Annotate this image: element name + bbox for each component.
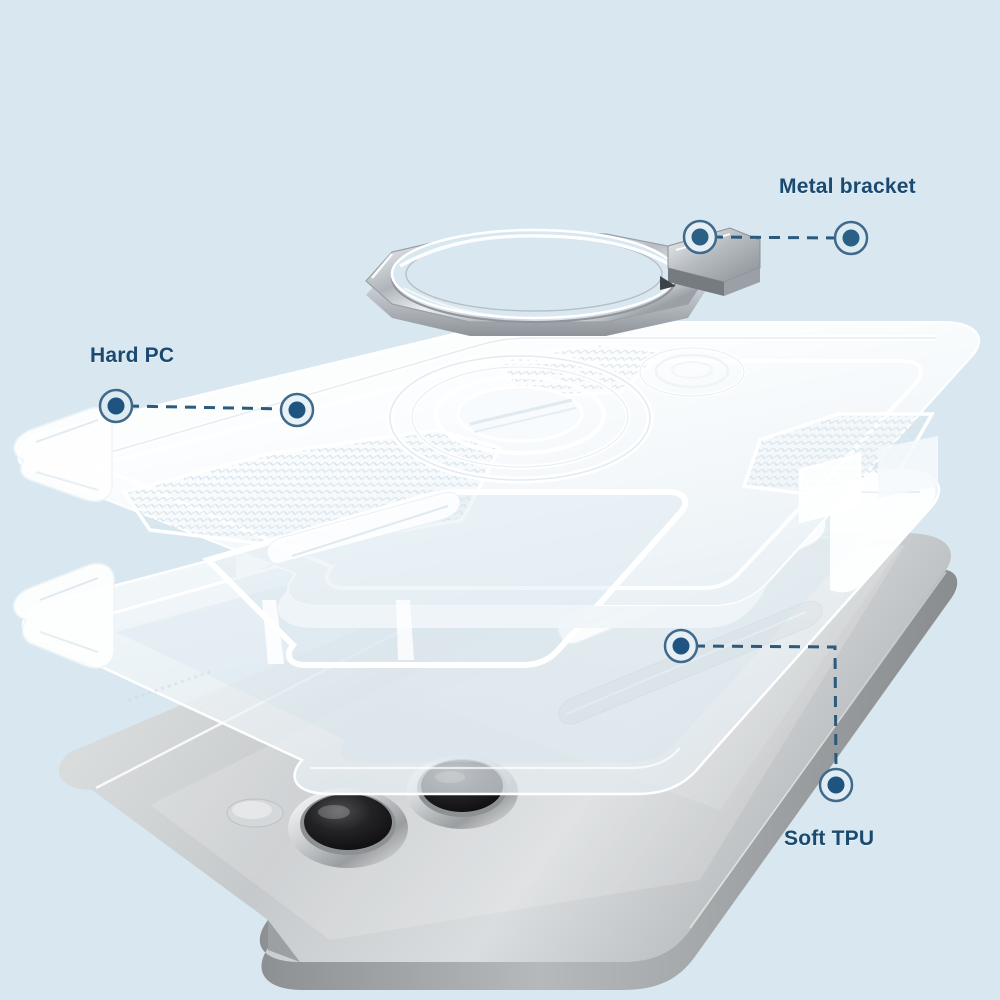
pc-stand-legs: [262, 600, 414, 664]
phone-side-rail: [259, 570, 958, 990]
callout-marker: [818, 767, 854, 803]
metal-bracket-ring: [365, 227, 761, 336]
pc-circular-emboss: [638, 346, 746, 398]
pc-corner-bumper: [13, 406, 113, 502]
callout-label-metal-bracket: Metal bracket: [779, 175, 916, 198]
callout-marker: [682, 219, 718, 255]
tpu-embossed-text: [127, 670, 211, 702]
callout-marker: [663, 628, 699, 664]
camera-lens-primary: [288, 788, 408, 868]
camera-flash: [226, 798, 284, 828]
callout-marker: [98, 388, 134, 424]
callout-soft-tpu-leader: [693, 644, 838, 773]
callout-marker: [279, 392, 315, 428]
pc-magsafe-ring: [386, 352, 654, 484]
pc-internal-bar: [266, 491, 461, 565]
callout-hard-pc-leader: [127, 404, 286, 411]
callout-label-soft-tpu: Soft TPU: [784, 827, 875, 850]
pc-side-tabs: [798, 436, 938, 524]
callout-metal-bracket-leader: [711, 235, 840, 240]
hard-pc-shell: [13, 321, 980, 668]
callout-label-hard-pc: Hard PC: [90, 344, 175, 367]
tpu-corner-bumper-left: [13, 562, 115, 669]
callout-marker: [833, 220, 869, 256]
